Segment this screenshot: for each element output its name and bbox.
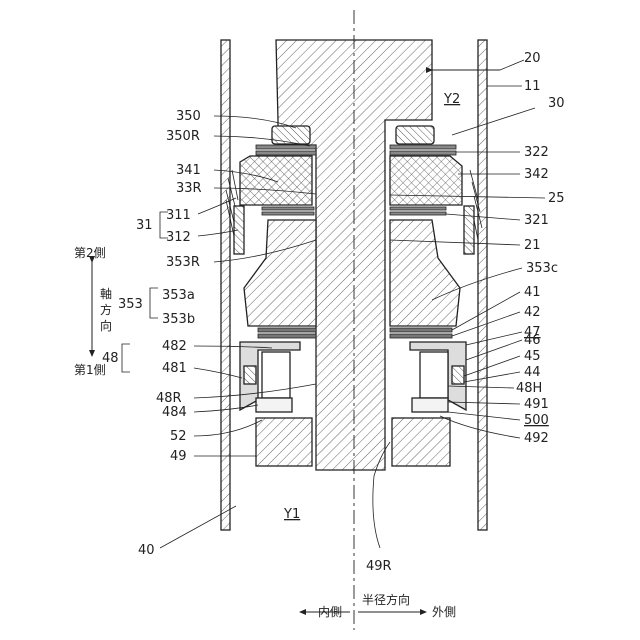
label-353b: 353b — [162, 312, 195, 327]
label-11: 11 — [524, 79, 541, 94]
label-481: 481 — [162, 361, 187, 376]
outer-side-text: 外側 — [432, 605, 456, 619]
label-353: 353 — [118, 297, 143, 312]
label-49R: 49R — [366, 559, 392, 574]
label-52: 52 — [170, 429, 187, 444]
label-49: 49 — [170, 449, 187, 464]
side2-text: 第2側 — [74, 246, 106, 260]
label-353a: 353a — [162, 288, 195, 303]
label-48R: 48R — [156, 391, 182, 406]
label-484: 484 — [162, 405, 187, 420]
label-311: 311 — [166, 208, 191, 223]
label-Y2: Y2 — [443, 92, 460, 107]
label-42: 42 — [524, 305, 541, 320]
label-21: 21 — [524, 238, 541, 253]
label-500: 500 — [524, 413, 549, 428]
label-342: 342 — [524, 167, 549, 182]
label-482: 482 — [162, 339, 187, 354]
label-48H: 48H — [516, 381, 542, 396]
label-44: 44 — [524, 365, 541, 380]
label-350: 350 — [176, 109, 201, 124]
label-Y1: Y1 — [283, 507, 300, 522]
label-25: 25 — [548, 191, 565, 206]
label-45: 45 — [524, 349, 541, 364]
axis-dir-char-3: 向 — [100, 318, 112, 333]
radial-dir-text: 半径方向 — [362, 592, 410, 607]
label-341: 341 — [176, 163, 201, 178]
label-322: 322 — [524, 145, 549, 160]
label-492: 492 — [524, 431, 549, 446]
label-321: 321 — [524, 213, 549, 228]
label-30: 30 — [548, 96, 565, 111]
inner-side-text: 内側 — [318, 605, 342, 619]
axis-dir-char-2: 方 — [100, 302, 112, 317]
label-353c: 353c — [526, 261, 558, 276]
label-40: 40 — [138, 543, 155, 558]
label-20: 20 — [524, 51, 541, 66]
label-491: 491 — [524, 397, 549, 412]
side1-text: 第1側 — [74, 363, 106, 377]
label-31: 31 — [136, 218, 153, 233]
label-353R: 353R — [166, 255, 200, 270]
axis-dir-char-1: 軸 — [100, 287, 112, 301]
label-46: 46 — [524, 333, 541, 348]
label-350R: 350R — [166, 129, 200, 144]
label-33R: 33R — [176, 181, 202, 196]
label-312: 312 — [166, 230, 191, 245]
label-41: 41 — [524, 285, 541, 300]
